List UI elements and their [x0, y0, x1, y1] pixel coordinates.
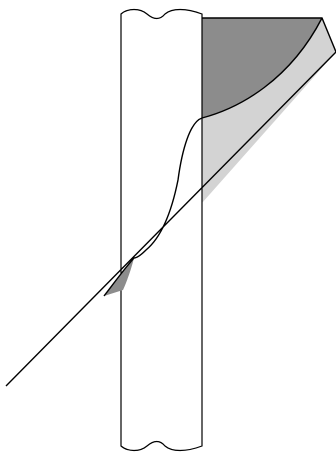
diagonal-line [5, 51, 336, 387]
shaded-region-top-edge [202, 17, 336, 53]
tangent-curve [103, 17, 323, 297]
dark-shaded-region [202, 18, 322, 118]
light-shaded-region [202, 18, 336, 203]
